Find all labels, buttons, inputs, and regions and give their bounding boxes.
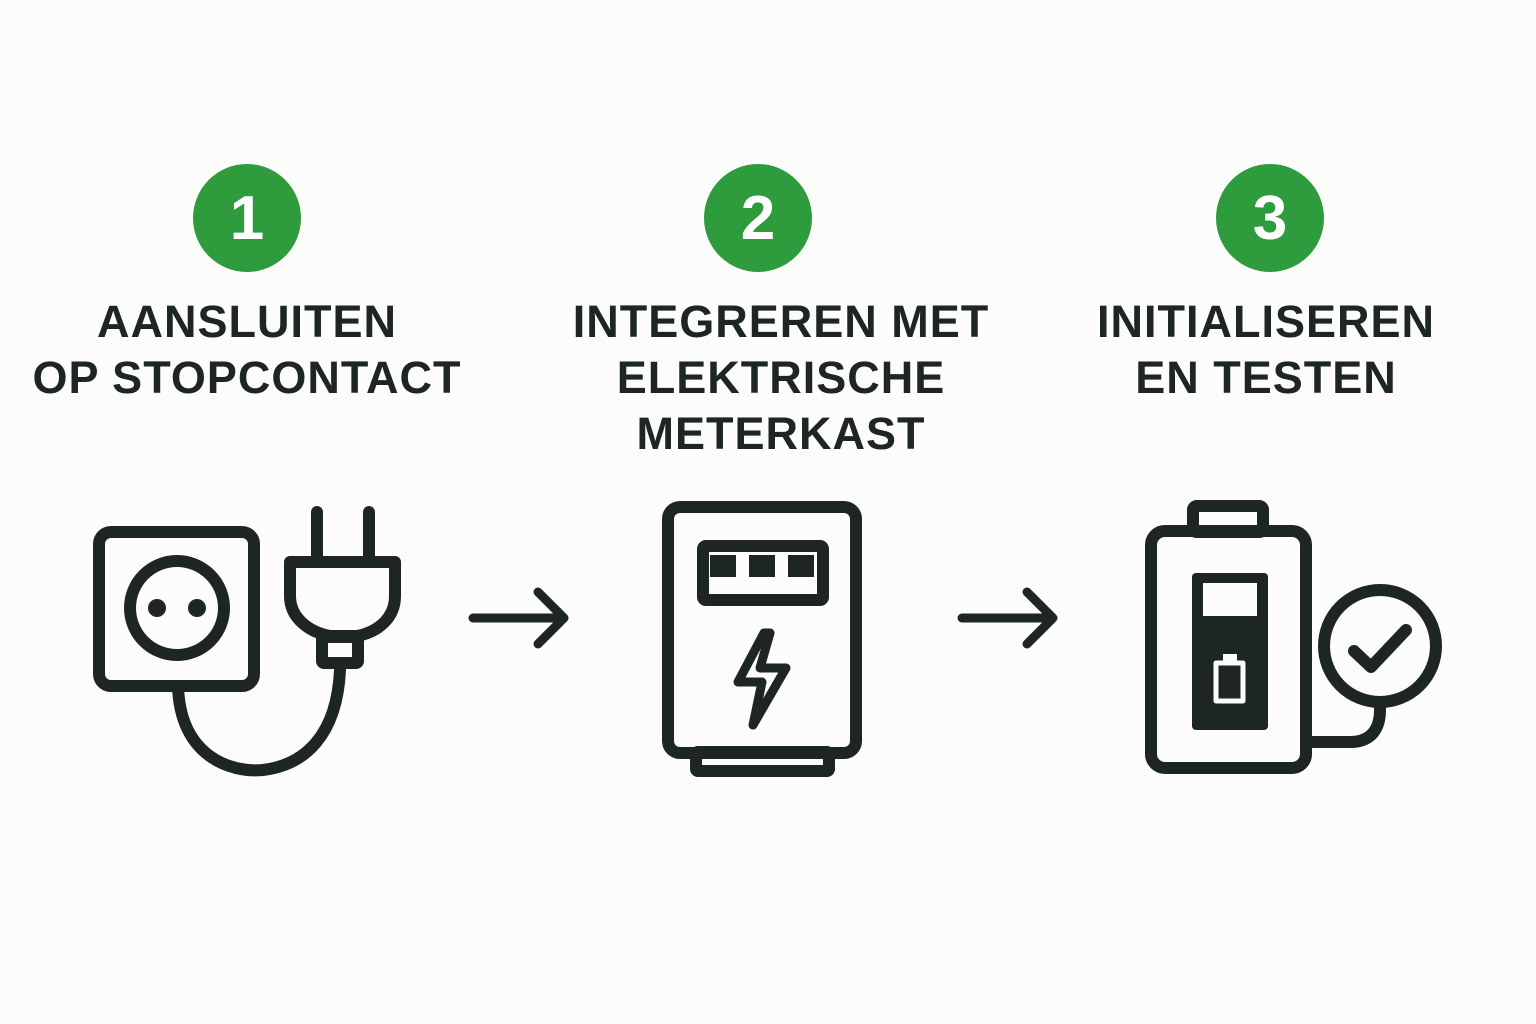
step-1-title: AANSLUITEN OP STOPCONTACT [7, 294, 487, 406]
arrow-right-icon [954, 588, 1064, 650]
check-connector-shape [1307, 702, 1380, 742]
step-3-title-line-2: EN TESTEN [1135, 352, 1397, 403]
meter-display-slot-3-shape [788, 555, 814, 577]
step-2-title-line-2: ELEKTRISCHE [616, 352, 946, 403]
arrow-right-icon [465, 588, 575, 650]
check-circle-shape [1324, 590, 1436, 702]
plug-body-shape [290, 562, 395, 636]
step-2-title-line-1: INTEGREREN MET [572, 296, 990, 347]
step-1-title-line-2: OP STOPCONTACT [32, 352, 462, 403]
step-3-title-line-1: INITIALISEREN [1096, 296, 1436, 347]
meter-display-slot-2-shape [749, 555, 775, 577]
battery-with-checkmark-icon [1135, 495, 1455, 785]
lightning-bolt-shape [738, 633, 786, 725]
step-3-number: 3 [1252, 184, 1288, 253]
step-2-title: INTEGREREN MET ELEKTRISCHE METERKAST [541, 294, 1021, 462]
outlet-socket-shape [130, 561, 224, 655]
battery-body-shape [1151, 531, 1306, 768]
battery-level-shape [1216, 663, 1243, 701]
cable-shape [178, 670, 340, 770]
step-1-title-line-1: AANSLUITEN [97, 296, 397, 347]
battery-level-cap-shape [1223, 654, 1237, 661]
outlet-hole-left-shape [148, 599, 166, 617]
step-3-title: INITIALISEREN EN TESTEN [1026, 294, 1506, 406]
step-3-number-badge: 3 [1216, 164, 1324, 272]
step-2-title-line-3: METERKAST [636, 408, 926, 459]
meter-display-slot-1-shape [710, 555, 736, 577]
step-1-number-badge: 1 [193, 164, 301, 272]
step-1-number: 1 [229, 184, 265, 253]
power-outlet-with-plug-icon [80, 495, 420, 785]
plug-neck-shape [322, 637, 358, 663]
battery-screen-shape [1203, 583, 1257, 616]
electrical-meter-cabinet-icon [650, 495, 875, 780]
checkmark-shape [1354, 630, 1406, 667]
cabinet-base-shape [696, 752, 829, 771]
outlet-hole-right-shape [188, 599, 206, 617]
step-2-number: 2 [740, 184, 776, 253]
meter-display-shape [703, 546, 823, 600]
step-2-number-badge: 2 [704, 164, 812, 272]
